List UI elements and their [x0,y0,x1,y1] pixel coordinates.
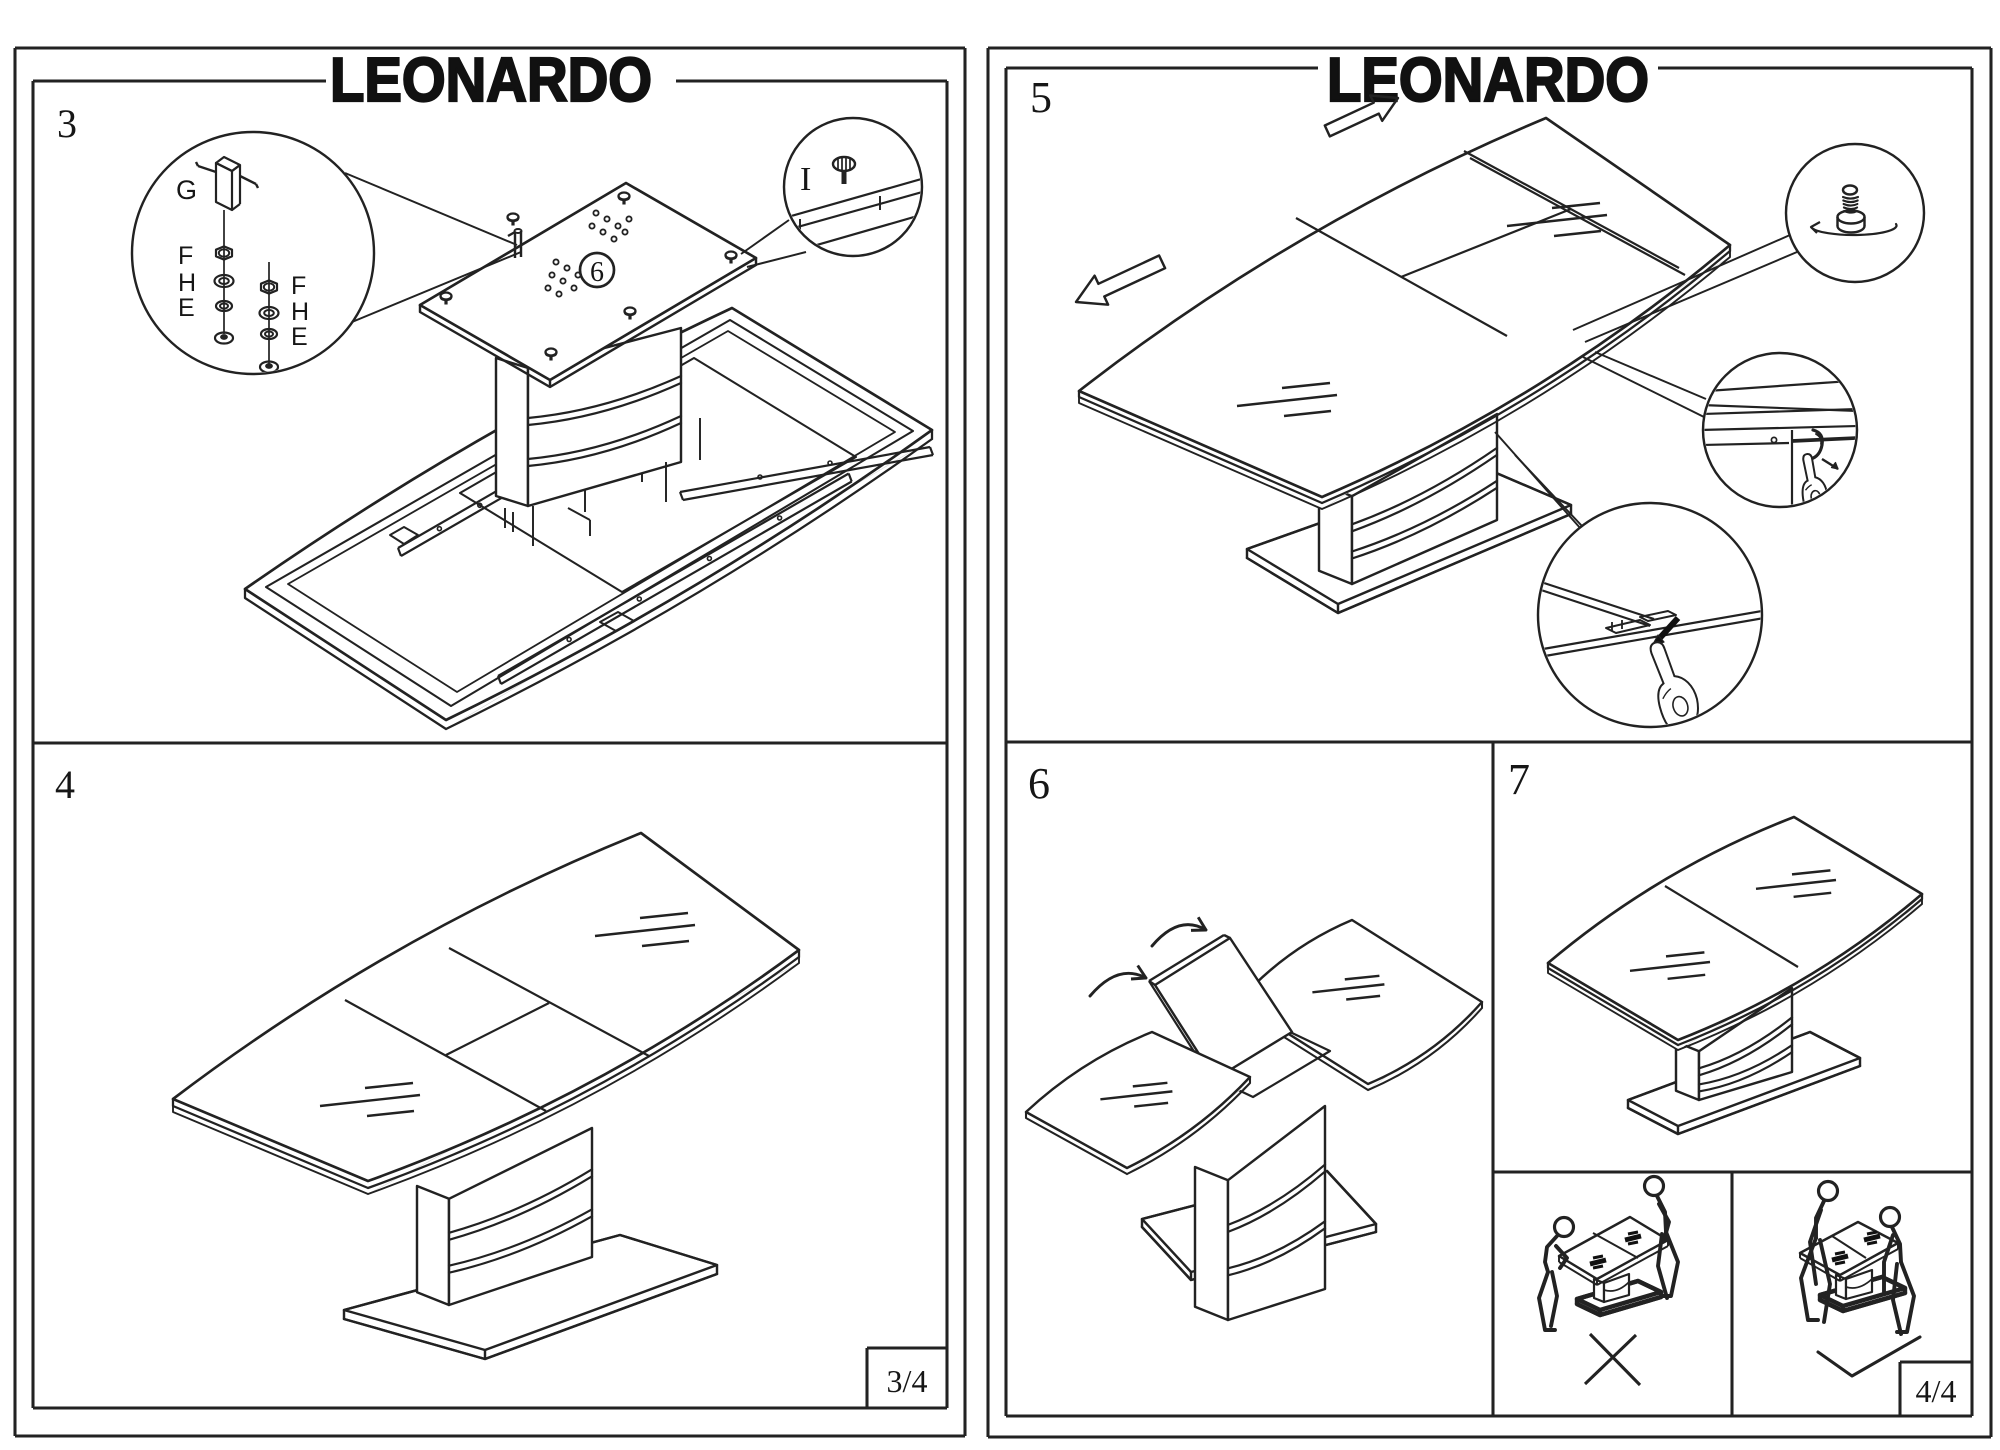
svg-text:LEONARDO: LEONARDO [330,46,652,115]
svg-text:F: F [178,242,193,270]
svg-text:5: 5 [1030,73,1052,122]
svg-text:H: H [291,298,309,326]
svg-text:E: E [178,294,195,322]
svg-text:3: 3 [57,101,77,146]
svg-text:7: 7 [1508,755,1530,804]
svg-text:E: E [291,323,308,351]
svg-text:H: H [178,269,196,297]
svg-text:6: 6 [590,257,604,288]
svg-text:F: F [291,272,306,300]
svg-text:I: I [800,161,811,198]
svg-text:6: 6 [1028,759,1050,808]
svg-text:G: G [176,175,197,205]
svg-text:4: 4 [55,762,75,807]
svg-text:4/4: 4/4 [1916,1373,1957,1409]
svg-text:LEONARDO: LEONARDO [1327,46,1649,115]
svg-text:3/4: 3/4 [887,1363,928,1399]
